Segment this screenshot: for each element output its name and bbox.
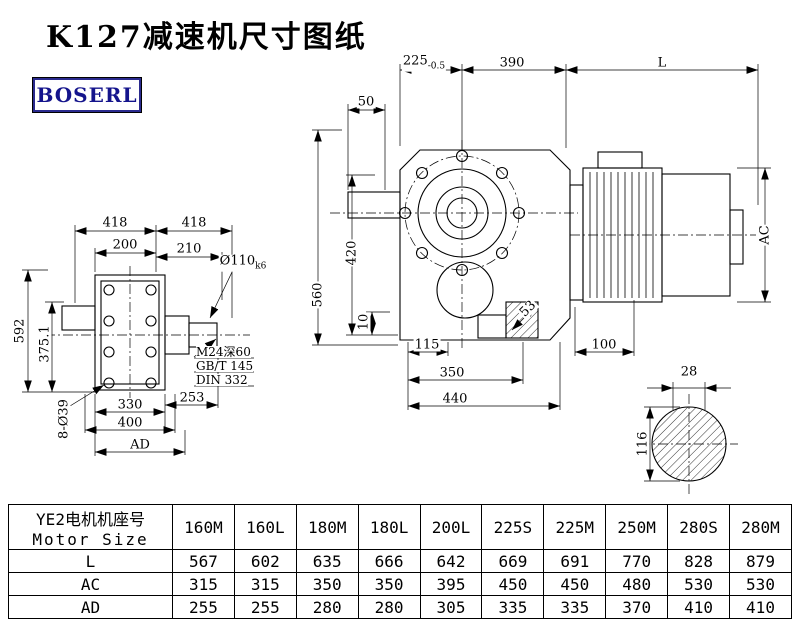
value-cell: 305 — [419, 595, 483, 619]
dim-225-tolerance: -0.5 — [427, 61, 446, 72]
dim-115: 115 — [413, 337, 441, 353]
dim-50: 50 — [356, 94, 376, 110]
value-cell: 530 — [729, 572, 792, 596]
dim-375-1: 375.1 — [37, 324, 53, 364]
dim-400: 400 — [116, 415, 144, 431]
dim-390: 390 — [498, 55, 526, 71]
value-cell: 410 — [729, 595, 792, 619]
frame-column-225M: 225M — [543, 504, 607, 550]
value-cell: 255 — [172, 595, 235, 619]
frame-column-280S: 280S — [667, 504, 731, 550]
value-cell: 480 — [605, 572, 669, 596]
value-cell: 567 — [172, 549, 235, 573]
dim-592: 592 — [12, 317, 28, 345]
value-cell: 255 — [233, 595, 297, 619]
dim-330: 330 — [116, 397, 144, 413]
value-cell: 450 — [543, 572, 607, 596]
value-cell: 370 — [605, 595, 669, 619]
brand-logo-box: BOSERL — [33, 78, 141, 112]
value-cell: 315 — [172, 572, 235, 596]
dim-560: 560 — [310, 281, 326, 309]
frame-column-180L: 180L — [357, 504, 421, 550]
value-cell: 666 — [357, 549, 421, 573]
frame-column-200L: 200L — [419, 504, 483, 550]
value-cell: 395 — [419, 572, 483, 596]
value-cell: 350 — [357, 572, 421, 596]
dim-8-holes: 8-Ø39 — [56, 398, 72, 440]
dim-100: 100 — [590, 337, 618, 353]
motor-size-header: YE2电机机座号 Motor Size — [8, 504, 173, 550]
table-row-AD: AD 255 255 280 280 305 335 335 370 410 4… — [8, 595, 792, 619]
value-cell: 280 — [295, 595, 359, 619]
note-tap-hole: M24深60 — [196, 345, 251, 359]
brand-text: BOSERL — [36, 83, 138, 107]
shaft-fit-value: k6 — [255, 261, 267, 272]
dim-440: 440 — [441, 391, 469, 407]
value-cell: 350 — [295, 572, 359, 596]
value-cell: 879 — [729, 549, 792, 573]
dim-350: 350 — [438, 365, 466, 381]
value-cell: 635 — [295, 549, 359, 573]
frame-column-280M: 280M — [729, 504, 792, 550]
row-label-AC: AC — [8, 572, 173, 596]
dim-28: 28 — [679, 364, 699, 380]
frame-column-180M: 180M — [295, 504, 359, 550]
note-standard-gb: GB/T 145 — [196, 359, 254, 373]
value-cell: 691 — [543, 549, 607, 573]
dim-210: 210 — [175, 241, 203, 257]
dim-AC: AC — [757, 224, 773, 246]
value-cell: 669 — [481, 549, 545, 573]
dim-10: 10 — [356, 312, 372, 332]
row-label-AD: AD — [8, 595, 173, 619]
note-standard-din: DIN 332 — [196, 373, 248, 387]
frame-column-250M: 250M — [605, 504, 669, 550]
frame-column-225S: 225S — [481, 504, 545, 550]
value-cell: 602 — [233, 549, 297, 573]
value-cell: 280 — [357, 595, 421, 619]
table-row-AC: AC 315 315 350 350 395 450 450 480 530 5… — [8, 572, 792, 596]
motor-size-header-cn: YE2电机机座号 — [36, 509, 145, 529]
value-cell: 450 — [481, 572, 545, 596]
value-cell: 410 — [667, 595, 731, 619]
table-header-row: YE2电机机座号 Motor Size 160M 160L 180M 180L … — [8, 504, 792, 550]
dim-225-value: 225 — [402, 53, 428, 69]
value-cell: 315 — [233, 572, 297, 596]
frame-column-160M: 160M — [172, 504, 235, 550]
value-cell: 642 — [419, 549, 483, 573]
value-cell: 530 — [667, 572, 731, 596]
dim-253: 253 — [178, 390, 206, 406]
row-label-L: L — [8, 549, 173, 573]
dim-200: 200 — [111, 237, 139, 253]
dim-420: 420 — [344, 239, 360, 267]
shaft-dia-value: Ø110 — [219, 253, 256, 269]
dim-116: 116 — [635, 430, 651, 458]
value-cell: 335 — [481, 595, 545, 619]
table-row-L: L 567 602 635 666 642 669 691 770 828 87… — [8, 549, 792, 573]
dim-418-left: 418 — [101, 215, 129, 231]
dim-shaft-diameter: Ø110k6 — [218, 253, 268, 272]
page-title: K127减速机尺寸图纸 — [46, 20, 367, 55]
value-cell: 770 — [605, 549, 669, 573]
motor-dimension-table: YE2电机机座号 Motor Size 160M 160L 180M 180L … — [8, 504, 792, 619]
dim-AD: AD — [129, 437, 151, 453]
value-cell: 828 — [667, 549, 731, 573]
dim-L: L — [656, 55, 668, 71]
value-cell: 335 — [543, 595, 607, 619]
motor-size-header-en: Motor Size — [32, 529, 149, 549]
dim-225: 225-0.5 — [401, 53, 447, 72]
dim-418-right: 418 — [180, 215, 208, 231]
frame-column-160L: 160L — [233, 504, 297, 550]
